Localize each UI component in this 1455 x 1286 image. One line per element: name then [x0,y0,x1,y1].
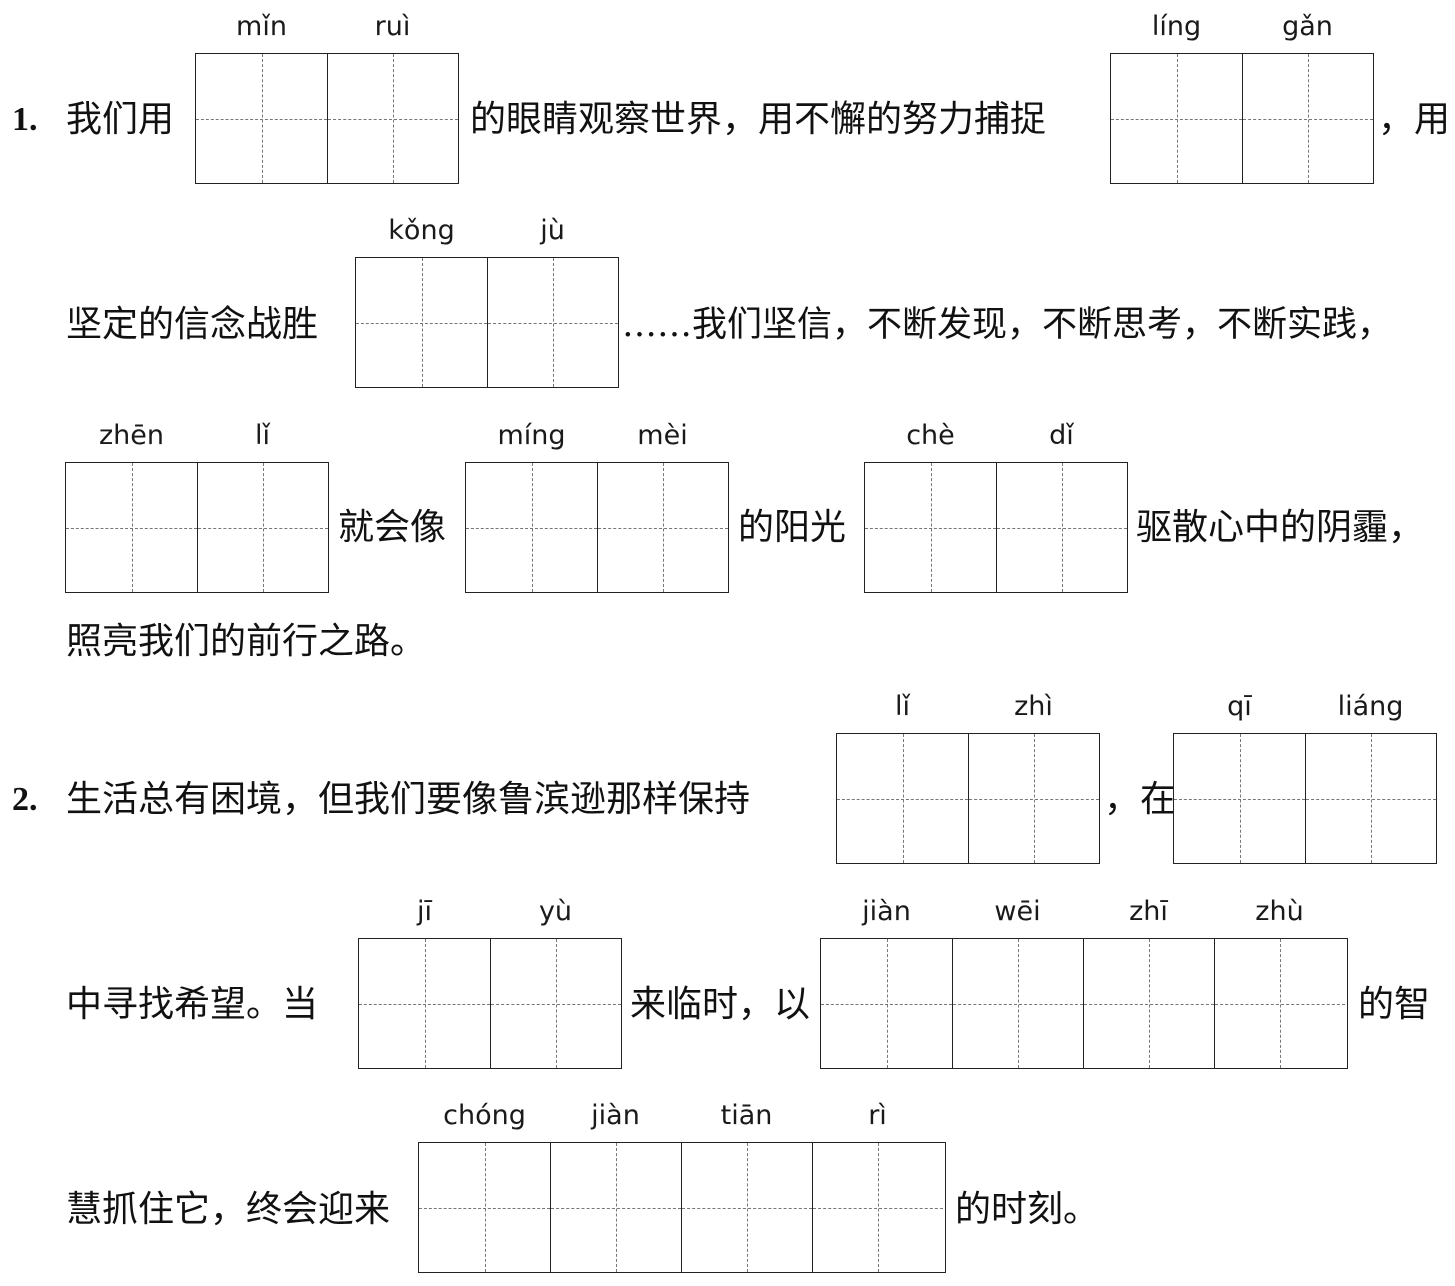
writing-cell[interactable] [550,1143,681,1272]
pinyin-label: lǐ [254,420,270,451]
writing-cell[interactable] [837,734,968,863]
pinyin-label: lǐ [894,691,910,722]
q2-text-5: 的智 [1358,984,1431,1025]
answer-box-minrui[interactable] [195,53,459,184]
writing-cell[interactable] [196,54,327,183]
writing-cell[interactable] [197,463,328,592]
pinyin-label: jī [416,896,432,927]
writing-cell[interactable] [952,939,1083,1068]
writing-cell[interactable] [1242,54,1373,183]
pinyin-label: ruì [374,11,411,42]
writing-cell[interactable] [356,258,487,387]
answer-box-jianweizhizhu[interactable] [820,938,1348,1069]
answer-box-qiliang[interactable] [1173,733,1437,864]
pinyin-label: gǎn [1282,11,1333,42]
writing-cell[interactable] [1111,54,1242,183]
q2-text-3: 中寻找希望。当 [66,984,319,1025]
answer-box-mingmei[interactable] [465,462,729,593]
q1-text-1: 我们用 [66,99,175,140]
writing-cell[interactable] [996,463,1127,592]
writing-cell[interactable] [66,463,197,592]
answer-box-kongju[interactable] [355,257,619,388]
q2-text-4: 来临时，以 [630,984,811,1025]
pinyin-label: qī [1227,691,1252,722]
q1-text-6: 就会像 [338,507,447,548]
answer-box-jiyu[interactable] [358,938,622,1069]
writing-cell[interactable] [812,1143,943,1272]
q1-text-5: ……我们坚信，不断发现，不断思考，不断实践， [622,305,1393,345]
question-2-number: 2. [12,781,38,818]
q1-text-2: 的眼睛观察世界，用不懈的努力捕捉 [470,99,1047,140]
pinyin-label: liáng [1337,691,1404,722]
q2-text-7: 的时刻。 [955,1189,1100,1230]
q1-text-3: ，用 [1378,99,1451,140]
pinyin-label: wēi [994,896,1041,927]
writing-cell[interactable] [359,939,490,1068]
q1-text-4: 坚定的信念战胜 [66,304,319,345]
writing-cell[interactable] [419,1143,550,1272]
writing-cell[interactable] [327,54,458,183]
pinyin-label: zhī [1129,896,1168,927]
pinyin-label: tiān [720,1100,773,1131]
pinyin-label: líng [1151,11,1202,42]
answer-box-chedi[interactable] [864,462,1128,593]
q1-text-9: 照亮我们的前行之路。 [66,621,427,662]
q1-text-7: 的阳光 [738,507,847,548]
pinyin-label: rì [868,1100,887,1131]
writing-cell[interactable] [821,939,952,1068]
pinyin-label: jù [540,215,565,246]
pinyin-label: zhì [1014,691,1053,722]
pinyin-label: zhēn [98,420,164,451]
pinyin-label: chóng [443,1100,526,1131]
pinyin-label: chè [906,420,955,451]
writing-cell[interactable] [487,258,618,387]
pinyin-label: zhù [1255,896,1304,927]
writing-cell[interactable] [1214,939,1345,1068]
writing-cell[interactable] [466,463,597,592]
writing-cell[interactable] [1305,734,1436,863]
pinyin-label: mèi [637,420,688,451]
pinyin-label: jiàn [591,1100,640,1131]
q1-text-8: 驱散心中的阴霾， [1136,507,1425,548]
writing-cell[interactable] [597,463,728,592]
writing-cell[interactable] [490,939,621,1068]
pinyin-label: jiàn [862,896,911,927]
question-1-number: 1. [12,101,38,138]
writing-cell[interactable] [681,1143,812,1272]
writing-cell[interactable] [1174,734,1305,863]
pinyin-label: yù [538,896,573,927]
q2-text-2: ，在 [1104,779,1177,820]
q2-text-6: 慧抓住它，终会迎来 [66,1189,391,1230]
answer-box-zhenli[interactable] [65,462,329,593]
pinyin-label: mǐn [236,11,287,42]
writing-cell[interactable] [1083,939,1214,1068]
q2-text-1: 生活总有困境，但我们要像鲁滨逊那样保持 [66,779,751,820]
pinyin-label: dǐ [1049,420,1074,451]
answer-box-linggan[interactable] [1110,53,1374,184]
writing-cell[interactable] [968,734,1099,863]
writing-cell[interactable] [865,463,996,592]
pinyin-label: kǒng [388,215,455,246]
pinyin-label: míng [497,420,566,451]
answer-box-lizhi[interactable] [836,733,1100,864]
answer-box-chongjiantianri[interactable] [418,1142,946,1273]
